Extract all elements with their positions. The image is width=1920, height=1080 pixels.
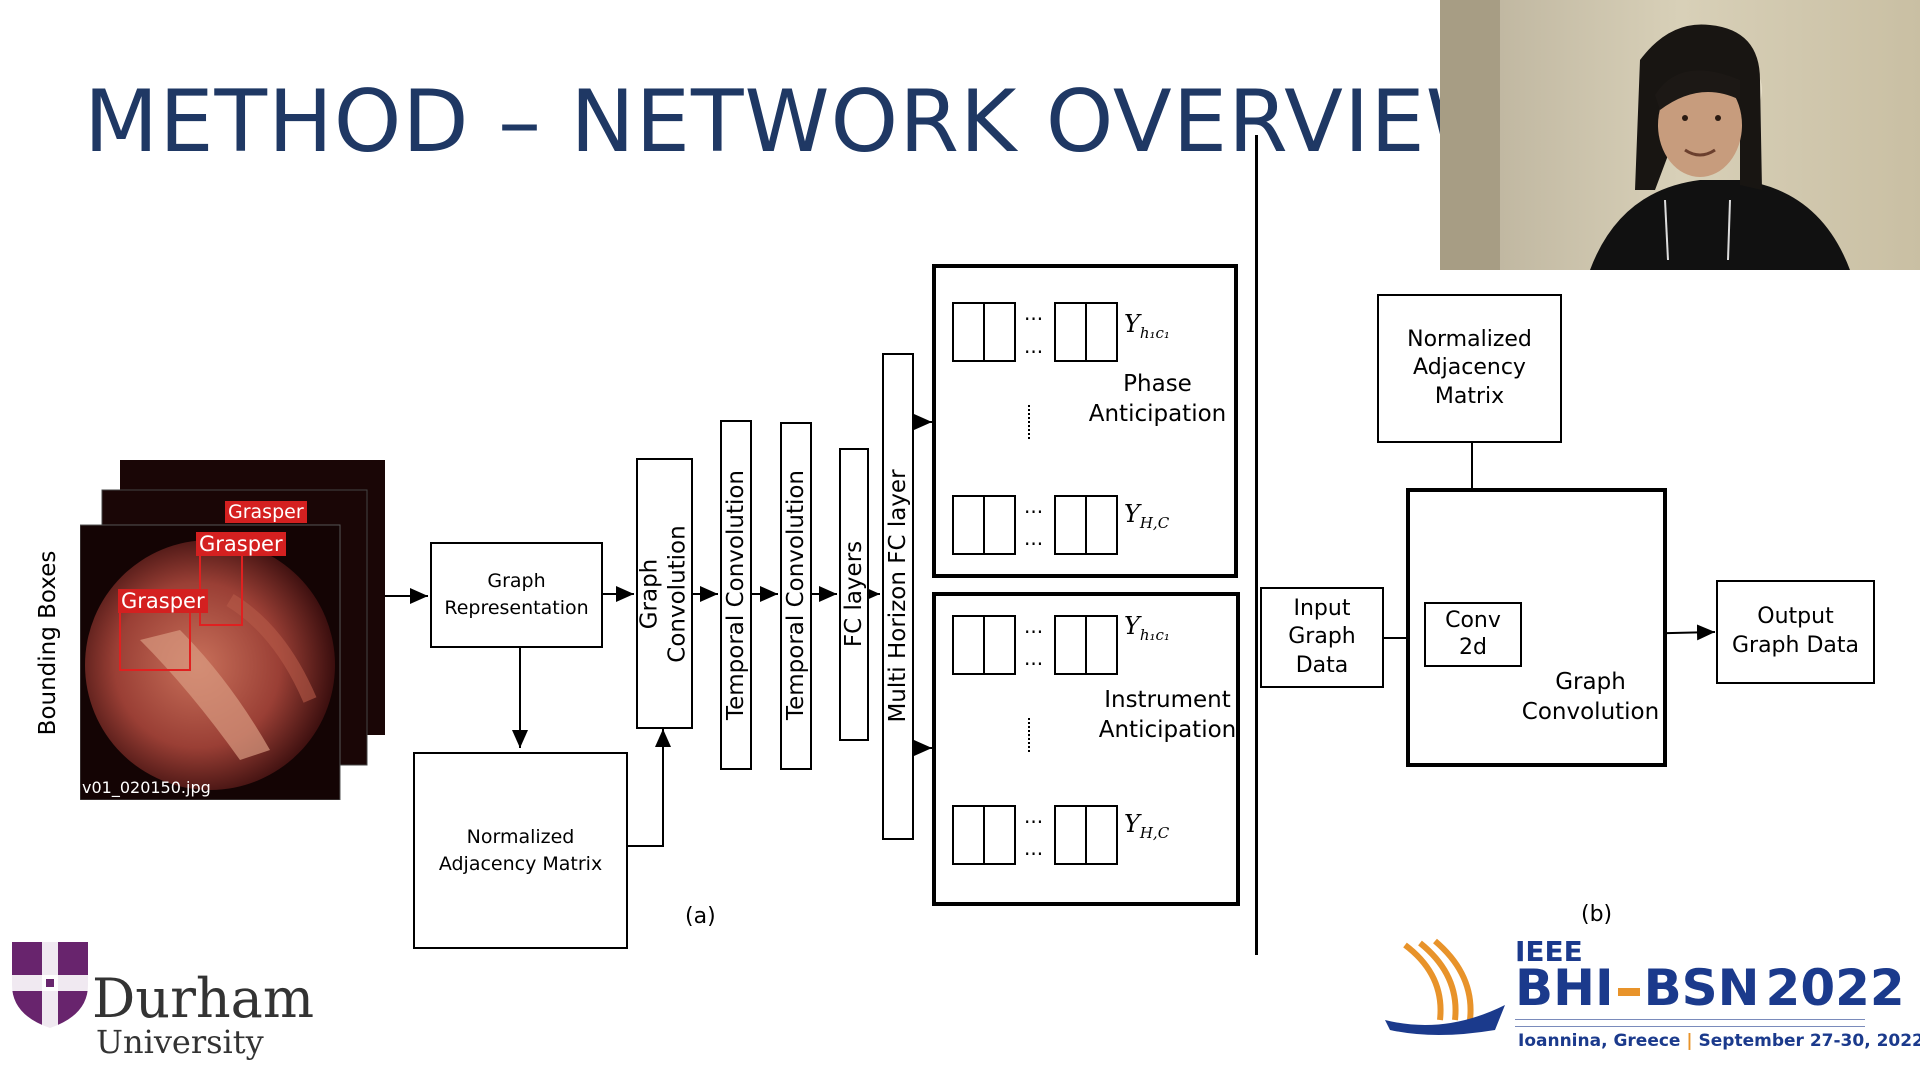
graph-representation-label: Graph Representation bbox=[444, 570, 589, 619]
instrument-y-first: Yh₁c₁ bbox=[1124, 612, 1170, 644]
frame-tag: Grasper bbox=[225, 501, 307, 523]
durham-university: University bbox=[96, 1023, 264, 1061]
temporal-conv-1-box bbox=[720, 420, 752, 770]
fc-layers-label: FC layers bbox=[841, 540, 867, 648]
frame-caption: v01_020150.jpg bbox=[82, 778, 211, 797]
temporal-conv-2-box bbox=[780, 422, 812, 770]
instrument-y-last: YH,C bbox=[1124, 810, 1170, 842]
frame-tag: Grasper bbox=[196, 532, 286, 556]
phase-ellipsis: ... bbox=[1024, 301, 1044, 325]
ship-sails-icon bbox=[1385, 938, 1505, 1035]
presenter-avatar bbox=[1440, 0, 1920, 270]
frame-tag: Grasper bbox=[118, 589, 208, 613]
caption-b: (b) bbox=[1581, 902, 1613, 927]
location-text: Ioannina, Greece bbox=[1518, 1031, 1681, 1051]
output-graph-label: Output Graph Data bbox=[1731, 604, 1859, 658]
phase-y-first: Yh₁c₁ bbox=[1124, 310, 1170, 342]
normalized-adjacency-box-a: Normalized Adjacency Matrix bbox=[413, 752, 628, 949]
section-divider bbox=[1255, 135, 1258, 955]
normalized-adjacency-label-b: Normalized Adjacency Matrix bbox=[1407, 326, 1532, 409]
durham-name: Durham bbox=[92, 967, 315, 1030]
multi-horizon-box bbox=[882, 353, 914, 840]
normalized-adjacency-box-b: Normalized Adjacency Matrix bbox=[1377, 294, 1562, 443]
temporal-conv-1-label: Temporal Convolution bbox=[723, 469, 749, 721]
graph-convolution-label: Graph Convolution bbox=[636, 525, 690, 663]
graph-convolution-box bbox=[636, 458, 693, 729]
durham-logo: Durham University bbox=[10, 940, 314, 1070]
output-graph-box: Output Graph Data bbox=[1716, 580, 1875, 684]
conv2d-label: Conv 2d bbox=[1445, 608, 1501, 660]
fc-layers-box bbox=[839, 448, 869, 741]
multi-horizon-label: Multi Horizon FC layer bbox=[885, 469, 911, 723]
input-graph-box: Input Graph Data bbox=[1260, 587, 1384, 688]
temporal-conv-2-label: Temporal Convolution bbox=[783, 469, 809, 721]
durham-shield-icon bbox=[12, 942, 88, 1028]
dates-text: September 27-30, 2022 bbox=[1698, 1031, 1920, 1051]
conv2d-box: Conv 2d bbox=[1424, 602, 1522, 667]
year-text: 2022 bbox=[1765, 959, 1905, 1017]
caption-a: (a) bbox=[685, 904, 716, 929]
bsn-text: BSN bbox=[1643, 959, 1760, 1017]
input-graph-label: Input Graph Data bbox=[1288, 595, 1356, 678]
graph-convolution-label-b: Graph Convolution bbox=[1521, 669, 1660, 725]
logo-dash bbox=[1617, 987, 1640, 996]
phase-anticipation-label: Phase Anticipation bbox=[1088, 371, 1227, 427]
normalized-adjacency-label-a: Normalized Adjacency Matrix bbox=[438, 825, 603, 875]
phase-y-last: YH,C bbox=[1124, 500, 1170, 532]
bhi-text: BHI bbox=[1515, 959, 1614, 1017]
slide-title: METHOD – NETWORK OVERVIEW bbox=[84, 72, 1512, 172]
instrument-anticipation-label: Instrument Anticipation bbox=[1098, 687, 1237, 743]
presenter-webcam bbox=[1440, 0, 1920, 270]
fine-print-lines bbox=[1515, 1019, 1865, 1027]
ieee-text: IEEE bbox=[1515, 935, 1583, 968]
graph-representation-box: Graph Representation bbox=[430, 542, 603, 648]
surgical-frame-stack: Grasper Grasper Grasper v01_020150.jpg bbox=[79, 460, 385, 801]
